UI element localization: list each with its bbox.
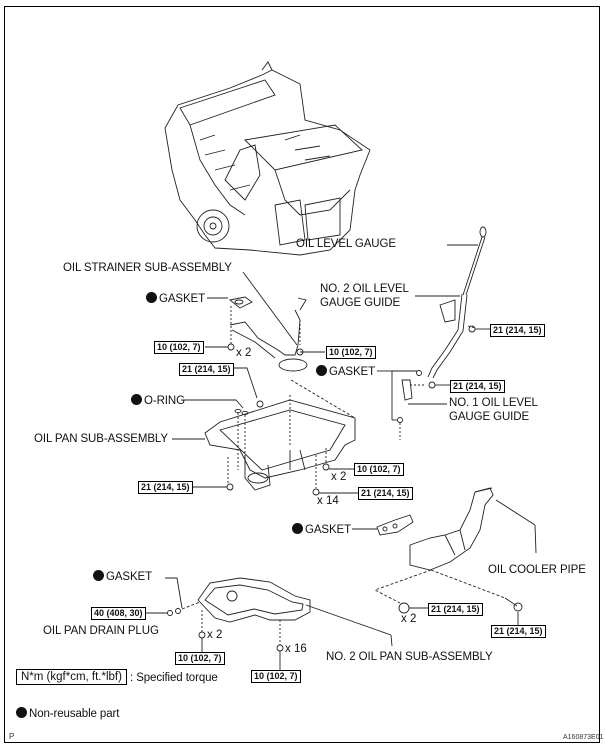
label-gasket-drain: GASKET — [93, 570, 152, 584]
figure-id: A160873E01 — [563, 734, 604, 741]
torque-oil-pan-bolt-top: 21 (214, 15) — [179, 363, 234, 376]
torque-oil-pan-bolt-b: 21 (214, 15) — [138, 481, 193, 494]
label-no2-gauge-guide-line1: NO. 2 OIL LEVEL — [320, 283, 409, 295]
torque-oil-pan-bolt-c: 21 (214, 15) — [358, 487, 413, 500]
non-reusable-dot-icon — [131, 394, 142, 405]
torque-strainer-bolt: 10 (102, 7) — [154, 341, 204, 354]
label-drain-plug: OIL PAN DRAIN PLUG — [43, 625, 159, 637]
torque-drain-plug: 40 (408, 30) — [91, 607, 146, 620]
label-gasket-cooler: GASKET — [292, 523, 351, 537]
label-no1-gauge-guide-line2: GAUGE GUIDE — [449, 411, 530, 423]
label-no1-gauge-guide-line1: NO. 1 OIL LEVEL — [449, 397, 538, 409]
label-oil-pan: OIL PAN SUB-ASSEMBLY — [34, 433, 168, 445]
oil-cooler-pipe-illustration — [409, 487, 494, 571]
torque-strainer-bolt-2: 10 (102, 7) — [326, 346, 376, 359]
non-reusable-dot-icon — [146, 292, 157, 303]
non-reusable-dot-icon — [93, 570, 104, 581]
torque-cooler-nut: 21 (214, 15) — [428, 603, 483, 616]
qty-no2-pan-bolts-b: x 16 — [285, 643, 307, 655]
torque-no2-guide-bolt: 21 (214, 15) — [490, 324, 545, 337]
label-oil-cooler-pipe: OIL COOLER PIPE — [488, 564, 586, 576]
oil-level-gauge-illustration — [462, 226, 487, 296]
no2-oil-pan-illustration — [197, 577, 311, 623]
label-no2-gauge-guide-line2: GAUGE GUIDE — [320, 297, 401, 309]
torque-oil-pan-bolt-a: 10 (102, 7) — [354, 463, 404, 476]
torque-no1-guide-bolt: 21 (214, 15) — [450, 380, 505, 393]
legend-torque-box: N*m (kgf*cm, ft.*lbf) — [16, 669, 127, 685]
page-mark: P — [9, 732, 15, 741]
torque-no2-pan-bolt-a: 10 (102, 7) — [175, 652, 225, 665]
oil-strainer-illustration — [228, 296, 308, 372]
no2-gauge-guide-illustration — [427, 293, 468, 379]
diagram-frame — [4, 6, 600, 743]
non-reusable-dot-icon — [316, 365, 327, 376]
engine-illustration — [164, 61, 371, 256]
torque-cooler-bolt: 21 (214, 15) — [491, 625, 546, 638]
label-o-ring: O-RING — [131, 394, 185, 408]
qty-oil-pan-bolts-a: x 2 — [331, 471, 347, 483]
qty-no2-pan-bolts-a: x 2 — [207, 629, 223, 641]
non-reusable-dot-icon — [16, 707, 27, 718]
non-reusable-dot-icon — [292, 523, 303, 534]
qty-cooler-nuts: x 2 — [401, 613, 417, 625]
label-oil-level-gauge: OIL LEVEL GAUGE — [296, 238, 396, 250]
qty-oil-pan-bolts-c: x 14 — [317, 495, 339, 507]
torque-no2-pan-bolt-b: 10 (102, 7) — [251, 670, 301, 683]
label-oil-strainer: OIL STRAINER SUB-ASSEMBLY — [63, 262, 232, 274]
label-no2-oil-pan: NO. 2 OIL PAN SUB-ASSEMBLY — [326, 651, 493, 663]
legend-torque-desc: : Specified torque — [130, 672, 218, 684]
label-gasket-gauge-guide: GASKET — [316, 365, 375, 379]
legend-non-reusable: Non-reusable part — [16, 707, 119, 721]
qty-strainer-bolts: x 2 — [236, 347, 252, 359]
label-gasket-strainer: GASKET — [146, 292, 205, 306]
